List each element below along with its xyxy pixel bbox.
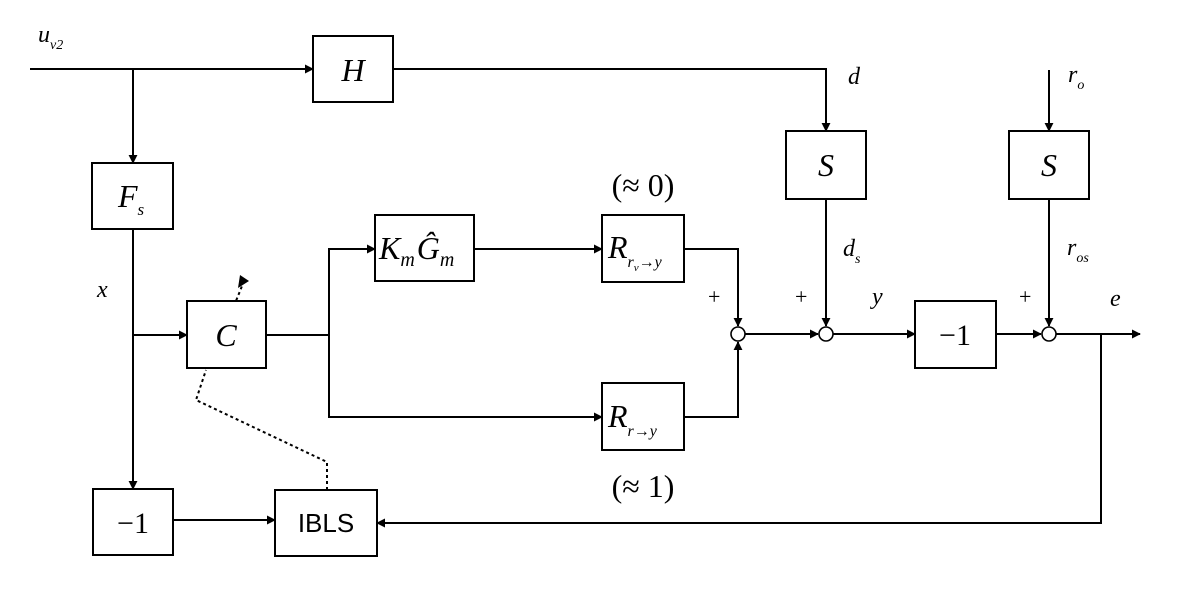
wire-split-to-rr xyxy=(328,335,603,422)
wire-split-to-kmgm xyxy=(328,244,376,335)
signal-input-label: uv2 xyxy=(38,22,63,53)
block-km-gm: KmĜm xyxy=(374,214,475,282)
block-r-rv-label: Rrv→y xyxy=(607,229,663,274)
block-s-d-label: S xyxy=(818,147,834,183)
signal-d-label: d xyxy=(848,64,861,90)
block-km-gm-label: KmĜm xyxy=(378,230,454,271)
block-neg1-y: −1 xyxy=(914,300,997,369)
signal-wires xyxy=(30,64,1141,528)
sum-junction-3 xyxy=(1041,326,1057,342)
wire-ibls-adapt xyxy=(194,369,328,490)
block-c-label: C xyxy=(215,317,237,353)
block-fs: Fs xyxy=(91,162,174,230)
block-r-r-to-y: Rr→y xyxy=(601,382,685,451)
block-c: C xyxy=(186,300,267,369)
block-s-disturbance: S xyxy=(785,130,867,200)
sign-sum3-plus: + xyxy=(1019,284,1031,309)
block-s-reference: S xyxy=(1008,130,1090,200)
signal-ros-label: ros xyxy=(1067,235,1089,266)
block-r-rv-to-y: Rrv→y xyxy=(601,214,685,283)
block-s-r-label: S xyxy=(1041,147,1057,183)
block-ibls-label: IBLS xyxy=(298,508,354,538)
signal-ds-label: ds xyxy=(843,236,861,267)
adapt-arrowhead xyxy=(238,275,249,288)
sign-sum1-plus: + xyxy=(708,284,720,309)
signal-y-label: y xyxy=(870,284,883,310)
signal-x-label: x xyxy=(96,277,108,303)
block-neg1-y-label: −1 xyxy=(939,319,971,352)
block-neg1-x-label: −1 xyxy=(117,507,149,540)
sum-junction-2 xyxy=(818,326,834,342)
sign-sum2-plus: + xyxy=(795,284,807,309)
wire-rr-to-sum1 xyxy=(684,341,743,418)
signal-ro-label: ro xyxy=(1068,62,1084,93)
block-fs-label: Fs xyxy=(117,178,145,219)
wire-h-to-s xyxy=(393,68,831,132)
signal-e-label: e xyxy=(1110,286,1121,312)
annotation-approx-1: (≈ 1) xyxy=(612,468,675,504)
wire-rrv-to-sum1 xyxy=(684,248,743,327)
annotation-approx-0: (≈ 0) xyxy=(612,167,675,203)
sum-junction-1 xyxy=(730,326,746,342)
block-ibls: IBLS xyxy=(274,489,378,557)
wire-e-feedback xyxy=(376,334,1102,528)
wire-c-adapt-arrow xyxy=(233,280,245,307)
block-h-label: H xyxy=(340,52,366,88)
block-neg1-x: −1 xyxy=(92,488,174,556)
block-r-r-label: Rr→y xyxy=(607,398,658,440)
block-h: H xyxy=(312,35,394,103)
